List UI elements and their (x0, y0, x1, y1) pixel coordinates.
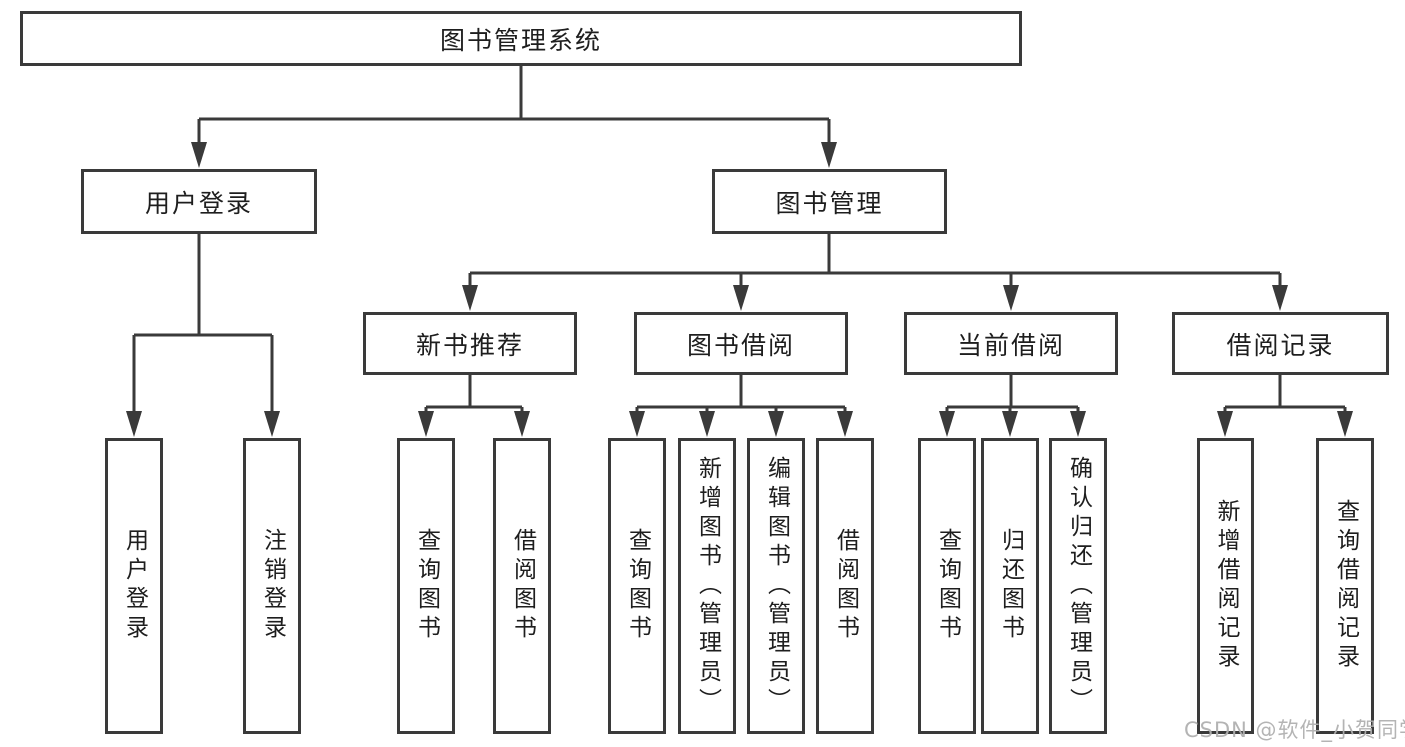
leaf-label: 确认归还（管理员） (1065, 455, 1092, 717)
arrowhead-icon (191, 142, 207, 168)
arrowhead-icon (1070, 411, 1086, 437)
connector-records-to-leaves (1223, 375, 1347, 419)
leaf-label: 借阅图书 (832, 528, 859, 644)
arrowhead-icon (699, 411, 715, 437)
node-label: 借阅记录 (1226, 330, 1335, 360)
leaf-borrow-books-borrowing: 借阅图书 (816, 438, 874, 734)
arrowhead-icon (1003, 285, 1019, 311)
leaf-query-borrow-record: 查询借阅记录 (1316, 438, 1374, 734)
arrowhead-icon (629, 411, 645, 437)
connector-borrowing-to-leaves (635, 375, 847, 419)
arrowhead-icon (733, 285, 749, 311)
node-user-login: 用户登录 (81, 169, 317, 234)
leaf-label: 归还图书 (997, 528, 1024, 644)
leaf-user-login: 用户登录 (105, 438, 163, 734)
arrowhead-icon (1337, 411, 1353, 437)
arrowhead-icon (264, 411, 280, 437)
node-label: 图书管理 (775, 188, 884, 218)
leaf-label: 用户登录 (121, 528, 148, 644)
connector-newbooks-to-leaves (424, 375, 524, 419)
leaf-label: 编辑图书（管理员） (763, 455, 790, 717)
arrowhead-icon (418, 411, 434, 437)
arrowhead-icon (837, 411, 853, 437)
node-book-management: 图书管理 (712, 169, 947, 234)
arrowhead-icon (1217, 411, 1233, 437)
arrowhead-icon (821, 142, 837, 168)
leaf-label: 查询图书 (413, 528, 440, 644)
node-label: 新书推荐 (415, 330, 524, 360)
leaf-label: 借阅图书 (509, 528, 536, 644)
leaf-label: 注销登录 (259, 528, 286, 644)
leaf-query-books-borrowing: 查询图书 (608, 438, 666, 734)
leaf-logout: 注销登录 (243, 438, 301, 734)
arrowhead-icon (514, 411, 530, 437)
leaf-label: 查询图书 (624, 528, 651, 644)
leaf-return-book: 归还图书 (981, 438, 1039, 734)
arrowhead-icon (768, 411, 784, 437)
arrowhead-icon (1272, 285, 1288, 311)
connector-userlogin-to-leaves (132, 234, 274, 419)
leaf-edit-book-admin: 编辑图书（管理员） (747, 438, 805, 734)
leaf-confirm-return-admin: 确认归还（管理员） (1049, 438, 1107, 734)
node-label: 用户登录 (144, 188, 253, 218)
node-library-management-system: 图书管理系统 (20, 11, 1022, 66)
leaf-label: 查询借阅记录 (1332, 499, 1359, 673)
arrowhead-icon (462, 285, 478, 311)
node-label: 图书借阅 (686, 330, 795, 360)
leaf-label: 新增借阅记录 (1213, 499, 1239, 673)
arrowhead-icon (1002, 411, 1018, 437)
leaf-query-books-current: 查询图书 (918, 438, 976, 734)
leaf-label: 新增图书（管理员） (694, 455, 721, 717)
leaf-add-book-admin: 新增图书（管理员） (678, 438, 736, 734)
node-book-borrowing: 图书借阅 (634, 312, 848, 375)
leaf-add-borrow-record: 新增借阅记录 (1197, 438, 1254, 734)
csdn-watermark: CSDN @软件_小贺同学 (1184, 718, 1405, 742)
node-new-book-recommendation: 新书推荐 (363, 312, 577, 375)
connector-bookmgmt-to-level3 (468, 234, 1282, 293)
node-current-borrowing: 当前借阅 (904, 312, 1118, 375)
leaf-query-books-recommend: 查询图书 (397, 438, 455, 734)
connector-root-to-level2 (197, 66, 831, 150)
leaf-label: 查询图书 (934, 528, 961, 644)
leaf-borrow-books-recommend: 借阅图书 (493, 438, 551, 734)
arrowhead-icon (939, 411, 955, 437)
node-label: 当前借阅 (956, 330, 1065, 360)
node-borrowing-records: 借阅记录 (1172, 312, 1389, 375)
arrowhead-icon (126, 411, 142, 437)
node-label: 图书管理系统 (439, 25, 602, 55)
